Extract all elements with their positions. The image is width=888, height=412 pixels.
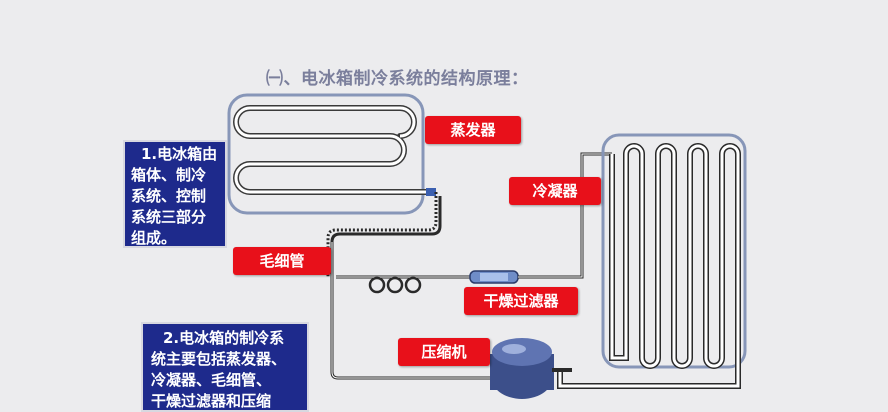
evaporator-coil <box>233 105 433 195</box>
filter-label: 干燥过滤器 <box>464 287 578 315</box>
note-line: 冷凝器、毛细管、 <box>151 371 272 389</box>
capillary-label: 毛细管 <box>233 247 331 275</box>
evaporator-label: 蒸发器 <box>425 116 521 144</box>
note-line: 箱体、制冷 <box>131 166 207 184</box>
note-box-components: 2.电冰箱的制冷系 统主要包括蒸发器、 冷凝器、毛细管、 干燥过滤器和压缩 <box>141 322 309 412</box>
note-line: 系统、控制 <box>131 187 207 205</box>
filter-to-condenser <box>518 152 612 279</box>
compressor-label: 压缩机 <box>398 338 490 366</box>
note-line: 系统三部分 <box>131 208 207 226</box>
condenser-label: 冷凝器 <box>509 177 601 205</box>
capillary-loop <box>386 276 404 294</box>
capillary-loop <box>368 276 386 294</box>
note-line: 2.电冰箱的制冷系 <box>163 329 285 347</box>
note-line: 统主要包括蒸发器、 <box>151 350 287 368</box>
note-box-composition: 1.电冰箱由 箱体、制冷 系统、控制 系统三部分 组成。 <box>123 140 227 248</box>
diagram-title: ㈠、电冰箱制冷系统的结构原理： <box>266 69 529 89</box>
note-line: 组成。 <box>131 229 177 247</box>
refrigeration-diagram <box>227 93 747 399</box>
compressor-body <box>490 338 572 399</box>
capillary-tube <box>326 192 438 277</box>
evaporator-connector <box>426 188 436 196</box>
condenser-frame <box>601 133 747 369</box>
evaporator-frame <box>227 93 425 215</box>
note-line: 1.电冰箱由 <box>141 145 218 163</box>
capillary-loop <box>404 276 422 294</box>
